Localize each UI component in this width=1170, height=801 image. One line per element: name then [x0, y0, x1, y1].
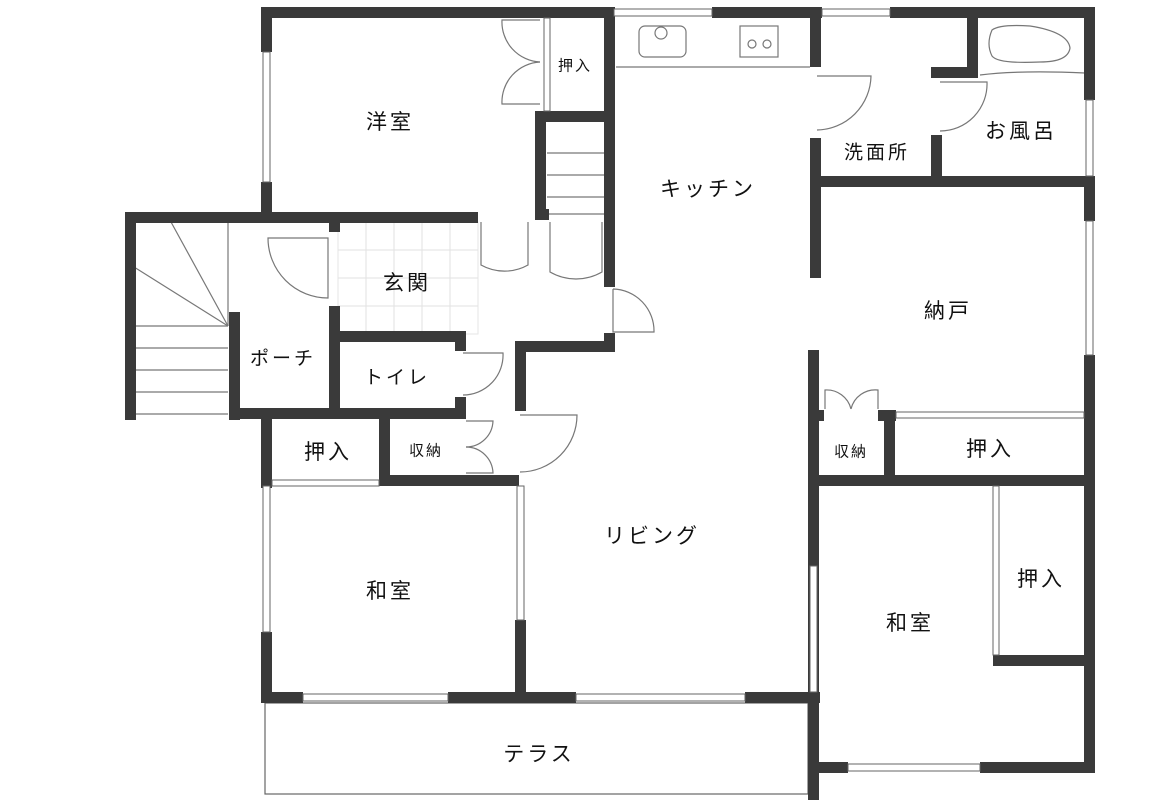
room-label-shuno-right: 収納 [833, 442, 869, 461]
room-label-oshiire-top: 押入 [557, 56, 593, 75]
room-label-oshiire-right-mid: 押入 [966, 437, 1014, 461]
room-label-terrace: テラス [503, 742, 575, 766]
room-label-toilet: トイレ [363, 366, 431, 389]
doors [267, 19, 988, 474]
room-label-oshiire-right-bottom: 押入 [1017, 567, 1065, 591]
stove-icon [739, 25, 779, 58]
room-label-porch: ポーチ [249, 347, 317, 370]
sink-icon [638, 25, 687, 58]
room-label-washitsu-right: 和室 [886, 611, 934, 635]
room-label-senmenjo: 洗面所 [843, 141, 911, 164]
room-label-nando: 納戸 [924, 299, 972, 323]
room-label-shuno-left: 収納 [408, 441, 444, 460]
windows [262, 8, 1094, 772]
room-label-oshiire-left: 押入 [304, 440, 352, 464]
kitchen-counter [616, 25, 810, 68]
walls [125, 7, 1095, 800]
room-label-washitsu-left: 和室 [366, 579, 414, 603]
bathtub-icon [979, 24, 1086, 76]
room-label-living: リビング [604, 524, 700, 548]
room-label-youshitsu: 洋室 [366, 110, 414, 134]
stairs-left [133, 221, 229, 415]
genkan-tile-floor [337, 221, 479, 335]
room-label-kitchen: キッチン [660, 177, 756, 201]
stairs-center [547, 120, 605, 215]
room-label-genkan: 玄関 [383, 271, 431, 295]
room-label-ofuro: お風呂 [985, 119, 1057, 143]
